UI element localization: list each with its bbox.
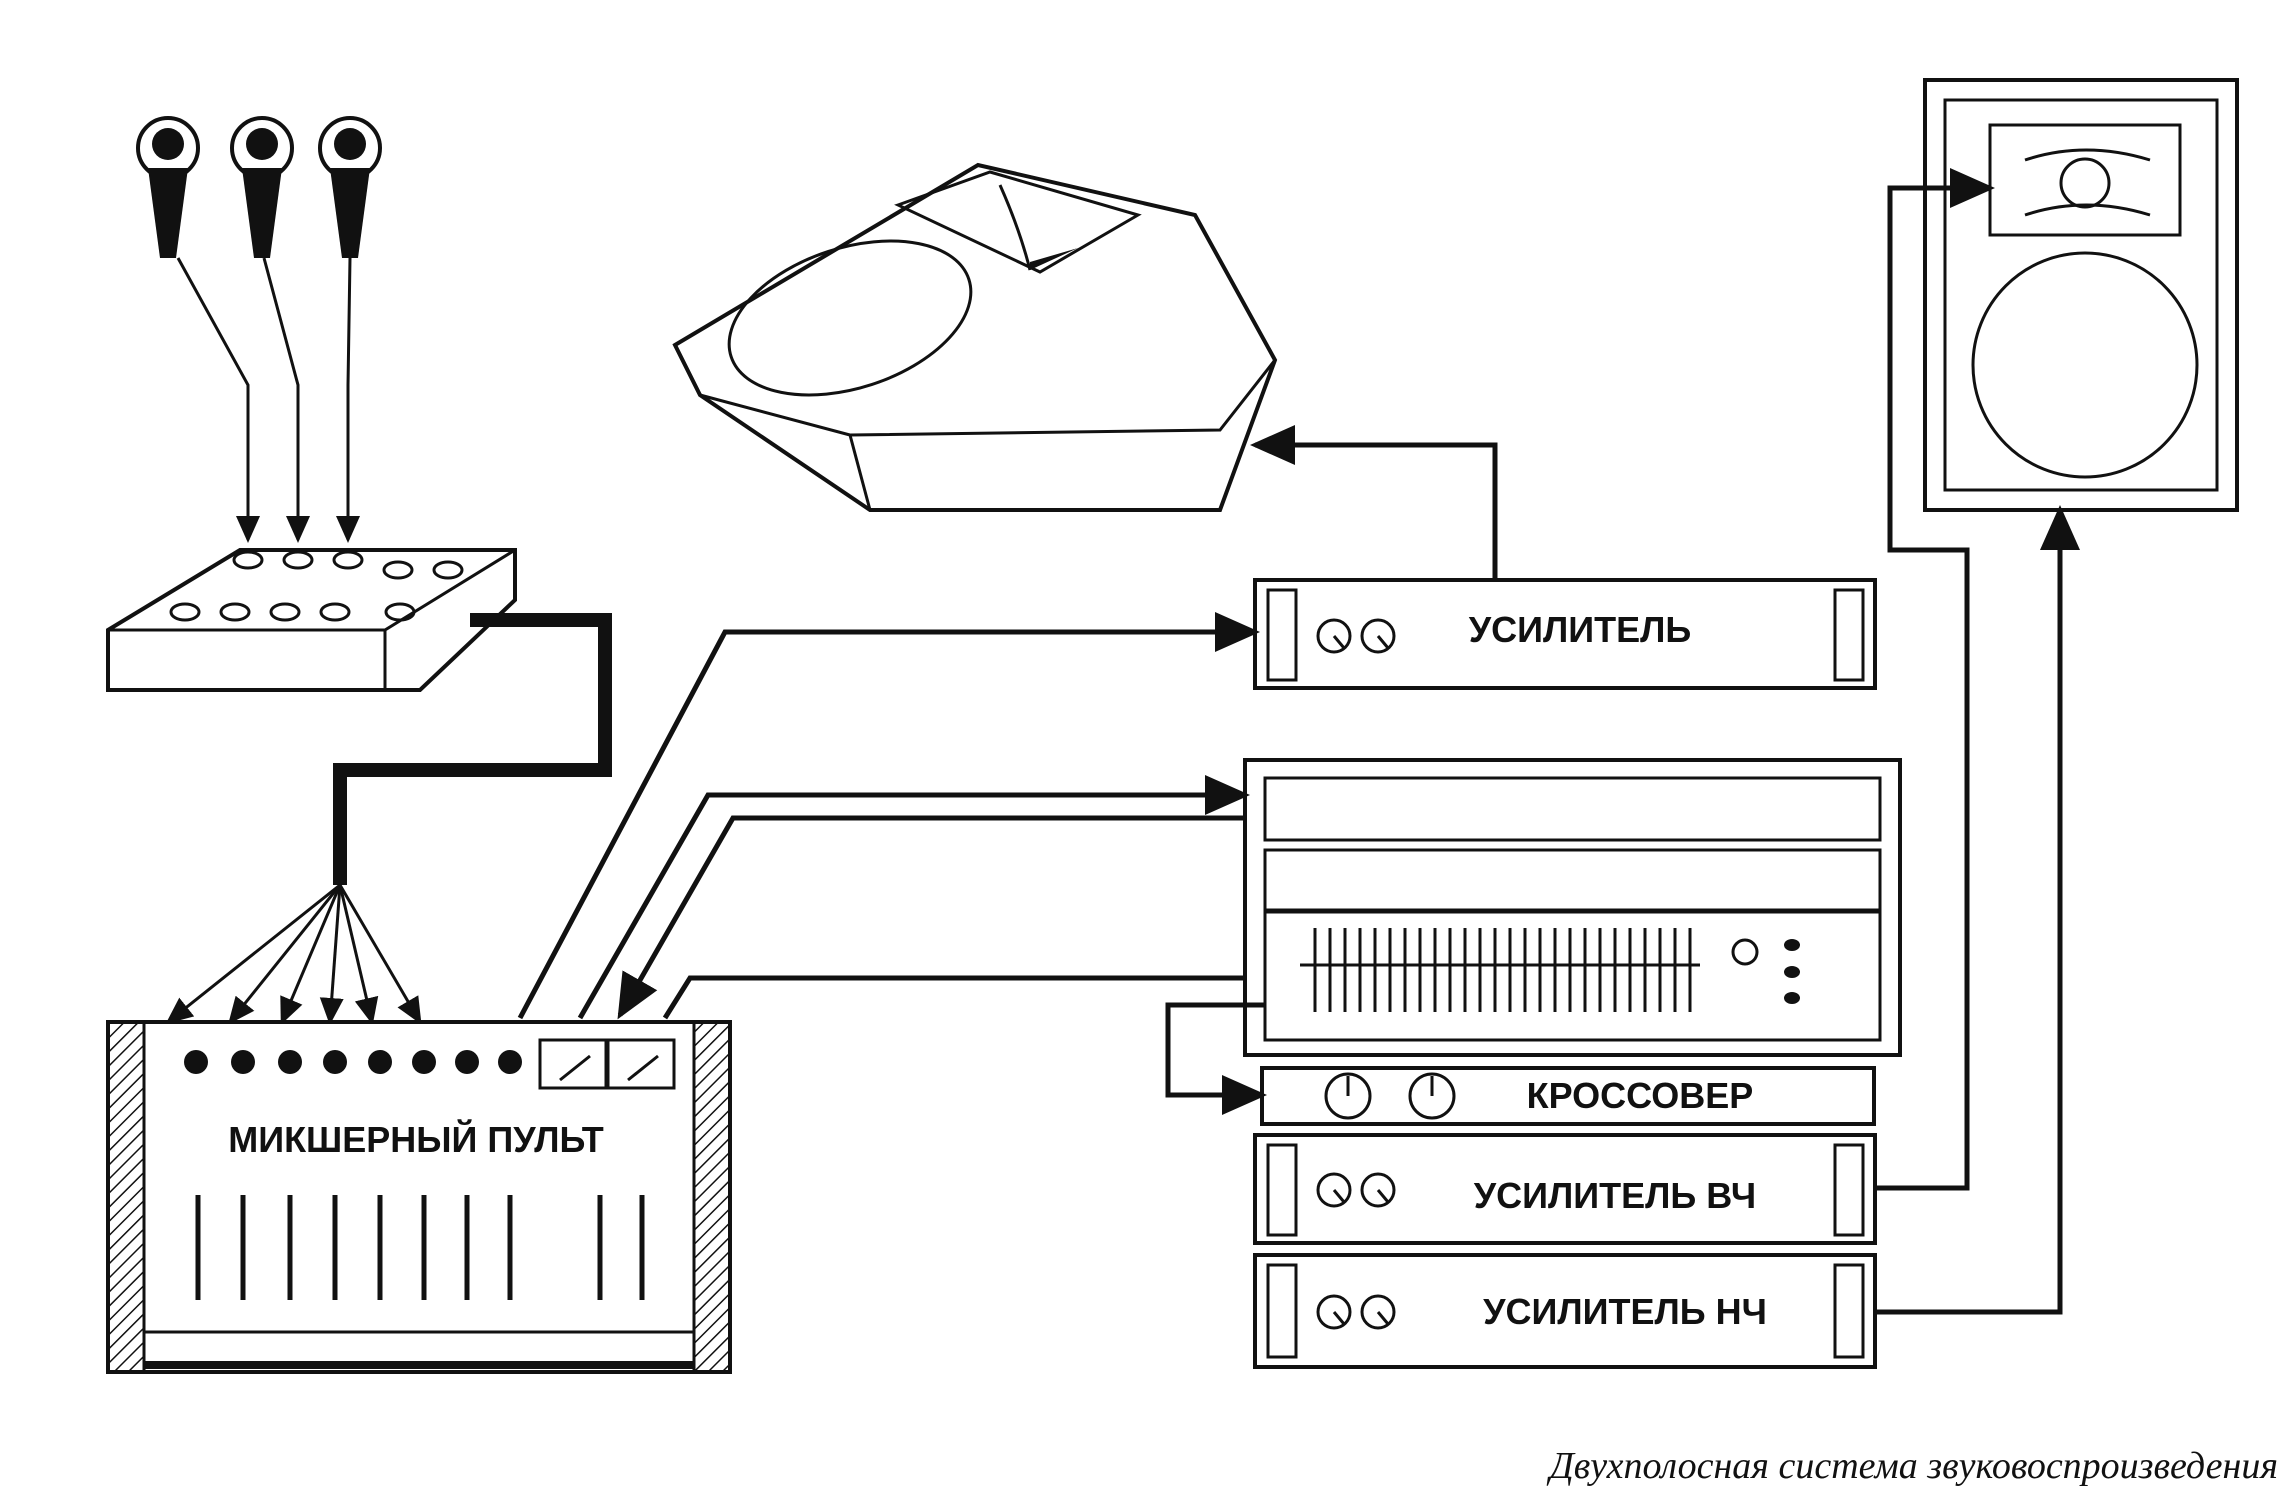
amp-hf-label: УСИЛИТЕЛЬ ВЧ [1474,1175,1756,1216]
amplifier-label: УСИЛИТЕЛЬ [1469,609,1692,650]
mixer-faders [195,1195,645,1300]
main-speaker-cabinet [1923,78,2239,512]
mixer: МИКШЕРНЫЙ ПУЛЬТ [106,1020,732,1374]
crossover: КРОССОВЕР [1260,1066,1876,1126]
diagram-caption: Двухполосная система звуковоспроизведени… [1547,1445,2278,1487]
amplifier-hf: УСИЛИТЕЛЬ ВЧ [1253,1133,1877,1245]
mixer-label: МИКШЕРНЫЙ ПУЛЬТ [228,1118,604,1160]
equalizer-rack [1243,758,1902,1057]
microphone-3-icon [318,116,382,258]
eq-sliders [1313,928,1692,1012]
crossover-label: КРОССОВЕР [1527,1075,1754,1116]
multicore-cable [333,613,612,885]
stage-box [106,548,517,692]
signal-paths [517,168,2080,1315]
multicore-fanout [165,883,422,1025]
amp-lf-label: УСИЛИТЕЛЬ НЧ [1483,1291,1767,1332]
amplifier-monitor: УСИЛИТЕЛЬ [1253,578,1877,690]
microphone-2-icon [230,116,294,258]
monitor-wedge [672,162,1278,512]
mic-cables [176,257,360,543]
microphone-1-icon [136,116,200,258]
amplifier-lf: УСИЛИТЕЛЬ НЧ [1253,1253,1877,1369]
